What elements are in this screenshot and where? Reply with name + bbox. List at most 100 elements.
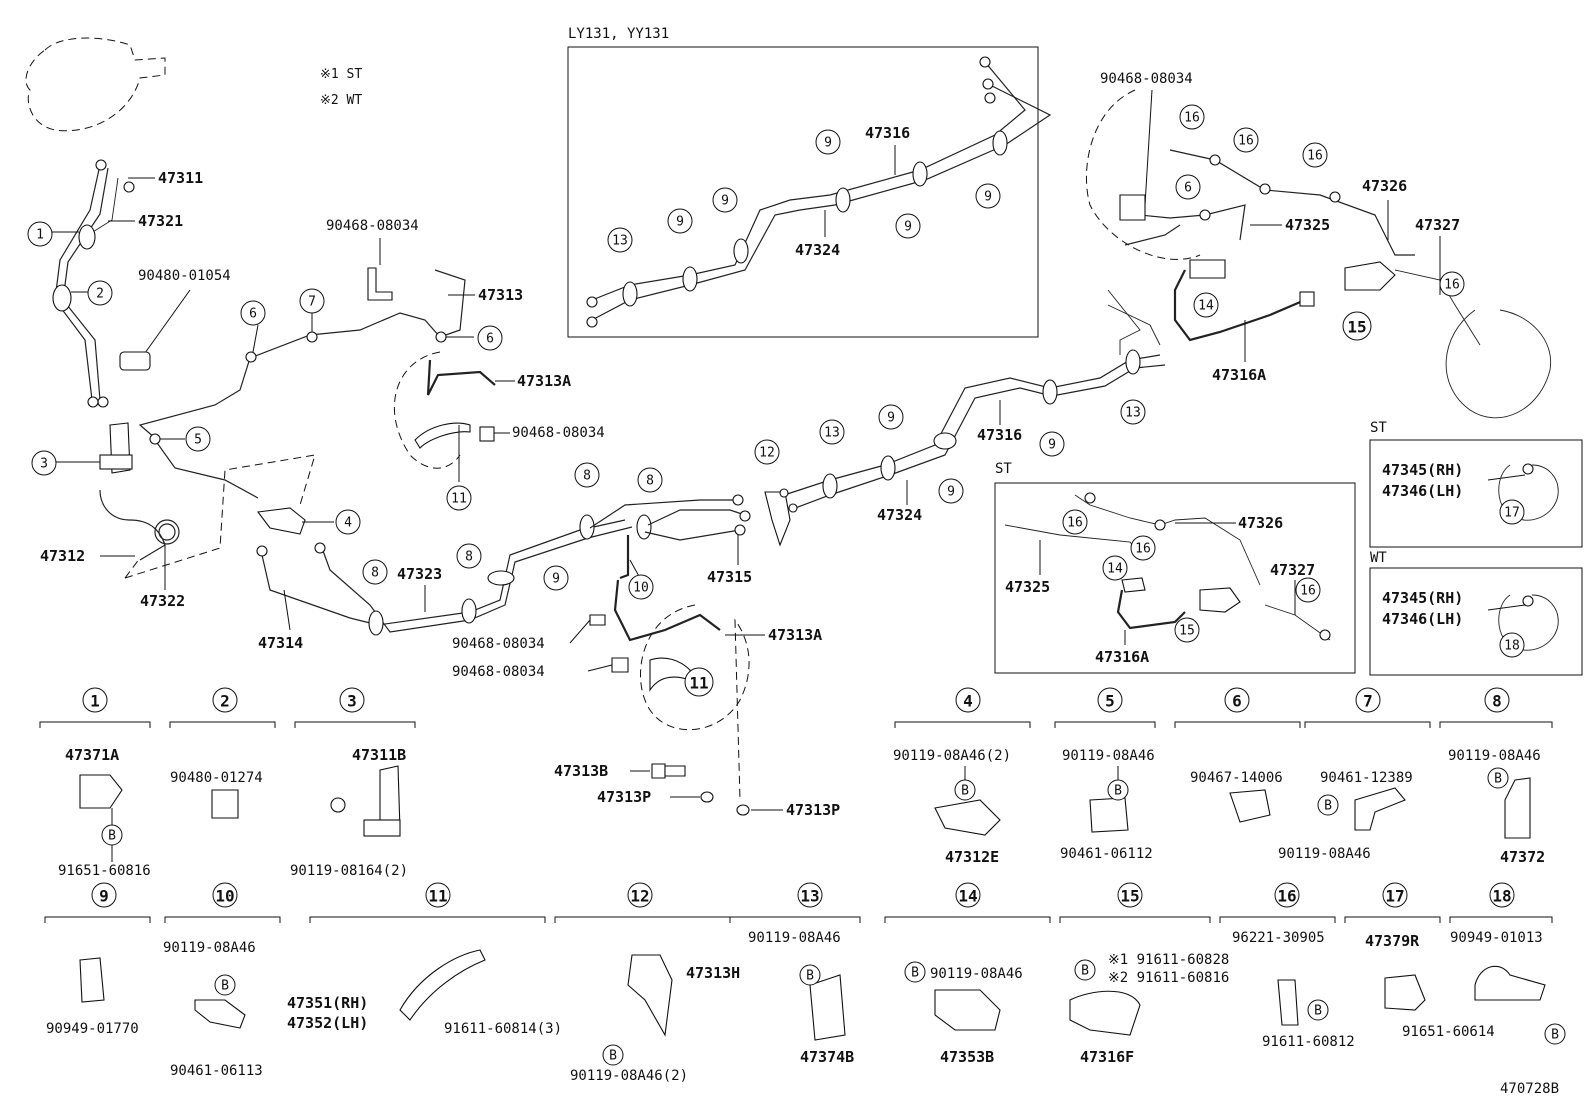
callout-9-12: 9 [543, 565, 569, 591]
callout-16-33: 16 [1439, 271, 1465, 297]
callout-16-32: 16 [1302, 142, 1328, 168]
legend-9-part: 90949-01770 [46, 1021, 139, 1037]
legend-17-shape [1384, 974, 1426, 1011]
legend-header-5: 5 [1097, 687, 1123, 713]
legend-bracket-3 [294, 721, 416, 728]
legend-11-bolt: 91611-60814(3) [444, 1021, 562, 1037]
legend-bracket-16 [1219, 916, 1336, 923]
legend-11-shape [399, 949, 486, 1021]
part-90468-08034-e: 90468-08034 [1100, 71, 1193, 87]
callout-8-9: 8 [456, 543, 482, 569]
bolt-badge-label: B [1494, 772, 1502, 787]
legend-header-16: 16 [1274, 882, 1300, 908]
legend-7-bolt: 90119-08A46 [1278, 846, 1371, 862]
legend-15-note1: ※1 91611-60828 [1108, 952, 1229, 968]
callout-6-34-label: 6 [1184, 181, 1192, 196]
callout-4-3-label: 4 [344, 516, 352, 531]
callout-16-37: 16 [1295, 577, 1321, 603]
legend-1-part: 47371A [65, 746, 119, 764]
legend-bracket-9 [44, 916, 151, 923]
part-47326: 47326 [1362, 177, 1407, 195]
part-47314: 47314 [258, 634, 303, 652]
part-90468-08034-d: 90468-08034 [452, 664, 545, 680]
legend-16-shape [1277, 979, 1299, 1026]
legend-header-2: 2 [212, 687, 238, 713]
callout-9-14: 9 [667, 208, 693, 234]
bolt-badge-5: B [214, 974, 236, 996]
part-47313P-2: 47313P [786, 801, 840, 819]
callout-9-13: 9 [815, 129, 841, 155]
legend-header-12-label: 12 [630, 887, 649, 906]
callout-16-31-label: 16 [1238, 134, 1254, 149]
callout-3-2: 3 [31, 450, 57, 476]
bolt-badge-label: B [108, 829, 116, 844]
legend-header-9: 9 [91, 882, 117, 908]
bolt-badge-2: B [1107, 779, 1129, 801]
callout-14-38: 14 [1102, 555, 1128, 581]
legend-12-shape [627, 954, 673, 1037]
legend-7-part: 90461-12389 [1320, 770, 1413, 786]
bolt-badge-11: B [1544, 1023, 1566, 1045]
callout-9-18: 9 [878, 404, 904, 430]
legend-16-bolt: 91611-60812 [1262, 1034, 1355, 1050]
rear-pipes [1085, 89, 1552, 419]
legend-8-bolt: 90119-08A46 [1448, 748, 1541, 764]
legend-header-12: 12 [627, 882, 653, 908]
callout-8-10: 8 [574, 462, 600, 488]
legend-1-bolt: 91651-60816 [58, 863, 151, 879]
legend-15-note2: ※2 91611-60816 [1108, 970, 1229, 986]
callout-14-28-label: 14 [1198, 299, 1214, 314]
legend-4-part: 47312E [945, 848, 999, 866]
legend-12-bolt: 90119-08A46(2) [570, 1068, 688, 1084]
legend-3-clip [363, 819, 401, 837]
st-inset-pipes [1004, 492, 1331, 641]
part-47325: 47325 [1285, 216, 1330, 234]
callout-9-16-label: 9 [904, 220, 912, 235]
callout-15-39-label: 15 [1179, 624, 1195, 639]
note-wt: ※2 WT [320, 93, 362, 108]
callout-13-26: 13 [819, 419, 845, 445]
part-47313A-2: 47313A [768, 626, 822, 644]
st-part-47325: 47325 [1005, 578, 1050, 596]
part-47321: 47321 [138, 212, 183, 230]
callout-15-29: 15 [1342, 311, 1372, 341]
legend-header-14: 14 [955, 882, 981, 908]
part-90480-01054: 90480-01054 [138, 268, 231, 284]
st-part-47326: 47326 [1238, 514, 1283, 532]
callout-5-4: 5 [185, 426, 211, 452]
legend-13-bolt: 90119-08A46 [748, 930, 841, 946]
legend-bracket-6 [1174, 721, 1301, 728]
inset-ly131-yy131 [567, 46, 1039, 338]
legend-13-part: 47374B [800, 1048, 854, 1066]
legend-11-part-lh: 47352(LH) [287, 1014, 368, 1032]
legend-2-part: 90480-01274 [170, 770, 263, 786]
callout-6-6-label: 6 [486, 332, 494, 347]
legend-header-17-label: 17 [1385, 887, 1404, 906]
callout-16-32-label: 16 [1307, 149, 1323, 164]
legend-10-shape [194, 999, 246, 1029]
legend-15-part: 47316F [1080, 1048, 1134, 1066]
legend-header-8: 8 [1484, 687, 1510, 713]
legend-5-shape [1089, 797, 1129, 833]
callout-17-40: 17 [1499, 499, 1525, 525]
bolt-badge-label: B [1551, 1028, 1559, 1043]
part-47316-b: 47316 [977, 426, 1022, 444]
callout-13-27: 13 [1120, 399, 1146, 425]
callout-1-0-label: 1 [36, 228, 44, 243]
callout-16-30-label: 16 [1184, 111, 1200, 126]
legend-2-shape [211, 789, 239, 819]
callout-18-41: 18 [1499, 632, 1525, 658]
box-wt-right [1369, 567, 1583, 676]
bolt-badge-0: B [101, 824, 123, 846]
legend-3-bolt: 90119-08164(2) [290, 863, 408, 879]
legend-18-shape [1474, 965, 1546, 1001]
legend-header-6: 6 [1224, 687, 1250, 713]
diagram-id: 470728B [1500, 1081, 1559, 1097]
callout-13-26-label: 13 [824, 426, 840, 441]
callout-4-3: 4 [335, 509, 361, 535]
bolt-badge-6: B [602, 1044, 624, 1066]
legend-header-13: 13 [797, 882, 823, 908]
legend-4-bolt: 90119-08A46(2) [893, 748, 1011, 764]
callout-9-19: 9 [1039, 431, 1065, 457]
